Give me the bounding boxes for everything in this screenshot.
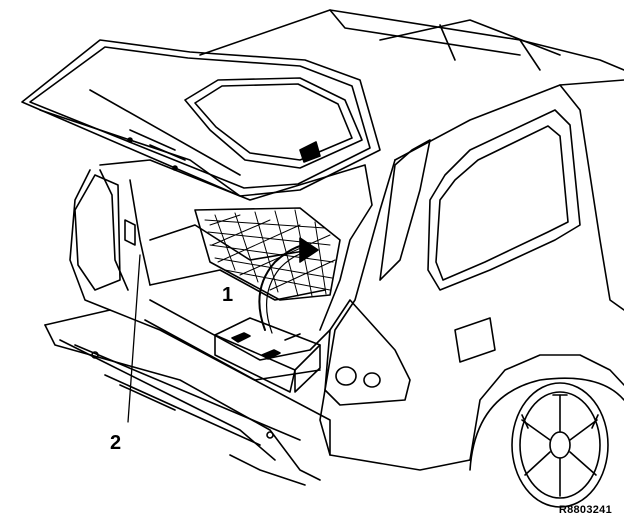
callout-label-1: 1	[222, 284, 234, 306]
leader-line-2	[127, 254, 141, 423]
side-window	[427, 109, 581, 291]
wheel-arch	[469, 377, 624, 471]
fuel-door	[454, 317, 496, 363]
callout-label-2: 2	[110, 432, 122, 454]
battery	[214, 317, 321, 393]
cargo-area	[69, 159, 373, 393]
rear-bumper	[44, 309, 331, 486]
wheel	[511, 382, 609, 508]
reference-code: R8803241	[558, 504, 612, 516]
vehicle-body-outline	[199, 9, 624, 508]
removal-arrow	[258, 245, 301, 331]
cargo-net	[194, 207, 341, 301]
rear-window	[184, 77, 363, 169]
tail-lamp	[324, 299, 411, 406]
tailgate-upper	[21, 39, 381, 197]
